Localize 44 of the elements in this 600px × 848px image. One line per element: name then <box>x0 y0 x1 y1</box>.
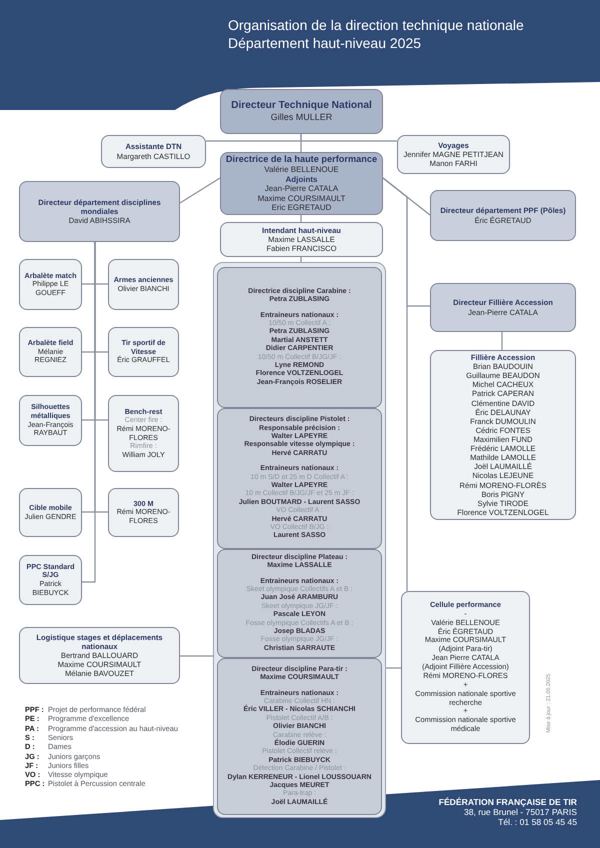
discipline-column <box>213 262 386 818</box>
connector-line <box>180 178 220 204</box>
org-box <box>108 395 179 472</box>
org-box <box>430 350 576 520</box>
person-name: Eric EGRETAUD <box>272 203 332 213</box>
org-box <box>220 152 383 215</box>
org-box <box>108 327 179 377</box>
org-box <box>397 135 510 174</box>
discipline-panel <box>217 408 382 549</box>
connector-line <box>180 655 213 657</box>
org-box <box>19 327 82 377</box>
organisation-name: FÉDÉRATION FRANÇAISE DE TIR <box>438 797 577 808</box>
role-title: Directrice de la haute performance <box>226 154 378 166</box>
discipline-panel <box>217 549 382 658</box>
person-name: Jean-Pierre CATALA <box>264 184 338 194</box>
org-box <box>101 135 206 168</box>
address: 38, rue Brunel - 75017 PARIS <box>464 807 577 818</box>
org-box <box>19 395 82 446</box>
person-name: Gilles MULLER <box>270 112 332 124</box>
org-box <box>401 591 530 744</box>
title: Organisation de la direction technique nationale Département haut-niveau 2025 <box>228 17 525 52</box>
org-box <box>220 89 383 134</box>
connector-line <box>82 242 96 583</box>
org-box <box>19 181 180 242</box>
phone-number: Tél. : 01 58 05 45 45 <box>498 817 577 828</box>
org-box <box>19 555 82 605</box>
org-box <box>430 190 576 241</box>
org-box <box>19 488 82 537</box>
discipline-panel <box>217 267 382 408</box>
role-title: Adjoints <box>286 174 318 184</box>
person-name: Maxime COURSIMAULT <box>258 194 346 204</box>
connector-line <box>501 332 503 350</box>
connector-line <box>386 667 401 669</box>
org-box <box>430 283 576 332</box>
role-title: Directeur Technique National <box>231 100 372 112</box>
org-box <box>108 259 179 310</box>
org-box <box>108 488 179 537</box>
connector-line <box>300 134 302 152</box>
org-box <box>19 627 180 684</box>
connector-line <box>382 178 408 591</box>
discipline-panel <box>217 658 382 815</box>
org-box <box>220 222 383 257</box>
org-box <box>19 259 82 310</box>
person-name: Valérie BELLENOUE <box>264 165 339 175</box>
